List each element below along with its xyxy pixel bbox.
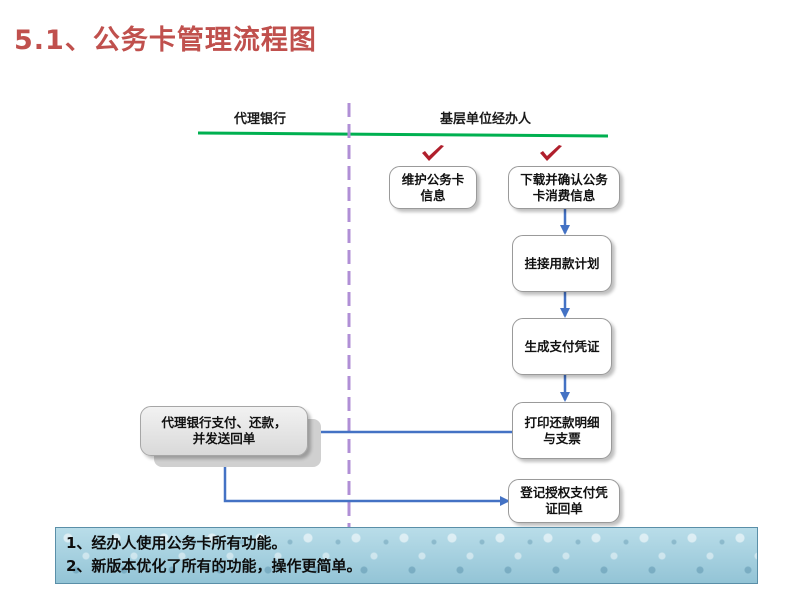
notes-box: 1、经办人使用公务卡所有功能。 2、新版本优化了所有的功能，操作更简单。 [55, 527, 758, 584]
lane-header-line [197, 131, 609, 138]
page-title: 5.1、公务卡管理流程图 [14, 25, 317, 56]
node-generate-payment-voucher[interactable]: 生成支付凭证 [512, 318, 612, 375]
node-attach-fund-plan[interactable]: 挂接用款计划 [512, 235, 612, 292]
note-line: 1、经办人使用公务卡所有功能。 [66, 534, 287, 552]
node-download-confirm-consumption[interactable]: 下载并确认公务 卡消费信息 [508, 166, 620, 209]
node-maintain-card-info[interactable]: 维护公务卡 信息 [389, 166, 477, 209]
node-print-repayment-detail[interactable]: 打印还款明细 与支票 [512, 402, 612, 459]
node-register-payment-receipt[interactable]: 登记授权支付凭 证回单 [508, 479, 620, 523]
lane-label-unit-operator: 基层单位经办人 [440, 112, 532, 127]
checkmark-icon [540, 145, 562, 161]
arrow-bank-to-register [223, 456, 510, 506]
checkmark-icon [422, 145, 444, 161]
lane-label-bank: 代理银行 [234, 112, 287, 127]
note-line: 2、新版本优化了所有的功能，操作更简单。 [66, 557, 362, 575]
node-bank-pay-and-return[interactable]: 代理银行支付、还款， 并发送回单 [140, 406, 308, 456]
